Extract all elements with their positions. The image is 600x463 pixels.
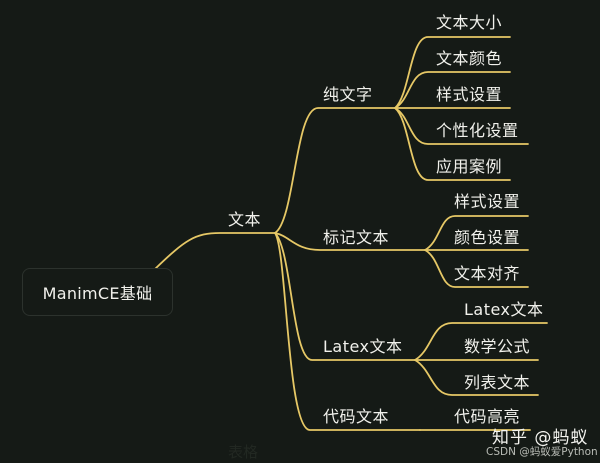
- leaf-latex-text[interactable]: Latex文本: [464, 300, 544, 319]
- connector-pure-size: [394, 36, 511, 109]
- node-markup-text[interactable]: 标记文本: [323, 228, 390, 247]
- leaf-markup-style[interactable]: 样式设置: [454, 192, 521, 211]
- node-code-text[interactable]: 代码文本: [323, 407, 390, 426]
- root-node[interactable]: ManimCE基础: [22, 268, 173, 316]
- csdn-watermark: CSDN @蚂蚁爱Python: [486, 446, 598, 458]
- connector-text-code: [274, 232, 421, 431]
- leaf-list-text[interactable]: 列表文本: [464, 373, 531, 392]
- leaf-code-highlight[interactable]: 代码高亮: [454, 407, 521, 426]
- zhihu-watermark: 知乎 @蚂蚁: [492, 428, 589, 448]
- leaf-custom-settings[interactable]: 个性化设置: [436, 121, 519, 140]
- leaf-use-cases[interactable]: 应用案例: [436, 157, 503, 176]
- connector-latex-latex: [414, 322, 548, 361]
- leaf-math-formula[interactable]: 数学公式: [464, 337, 531, 356]
- connector-pure-custom: [394, 107, 529, 145]
- connector-latex-list: [414, 359, 539, 396]
- node-text[interactable]: 文本: [228, 210, 262, 229]
- leaf-text-color[interactable]: 文本颜色: [436, 49, 503, 68]
- connector-text-latex: [274, 232, 416, 361]
- leaf-text-size[interactable]: 文本大小: [436, 13, 503, 32]
- node-latex-text[interactable]: Latex文本: [323, 337, 403, 356]
- connector-text-pure: [274, 107, 396, 234]
- leaf-markup-color[interactable]: 颜色设置: [454, 228, 521, 247]
- connector-text-markup: [274, 232, 426, 251]
- leaf-text-align[interactable]: 文本对齐: [454, 264, 521, 283]
- connector-root-text: [154, 232, 276, 270]
- faint-node-label: 表格: [228, 443, 259, 461]
- root-node-label: ManimCE基础: [42, 284, 153, 303]
- connector-pure-cases: [394, 107, 511, 181]
- connector-markup-align: [424, 249, 529, 288]
- connector-markup-style: [424, 215, 529, 251]
- node-pure-text[interactable]: 纯文字: [323, 85, 373, 104]
- leaf-style-settings[interactable]: 样式设置: [436, 85, 503, 104]
- connector-pure-color: [394, 71, 511, 109]
